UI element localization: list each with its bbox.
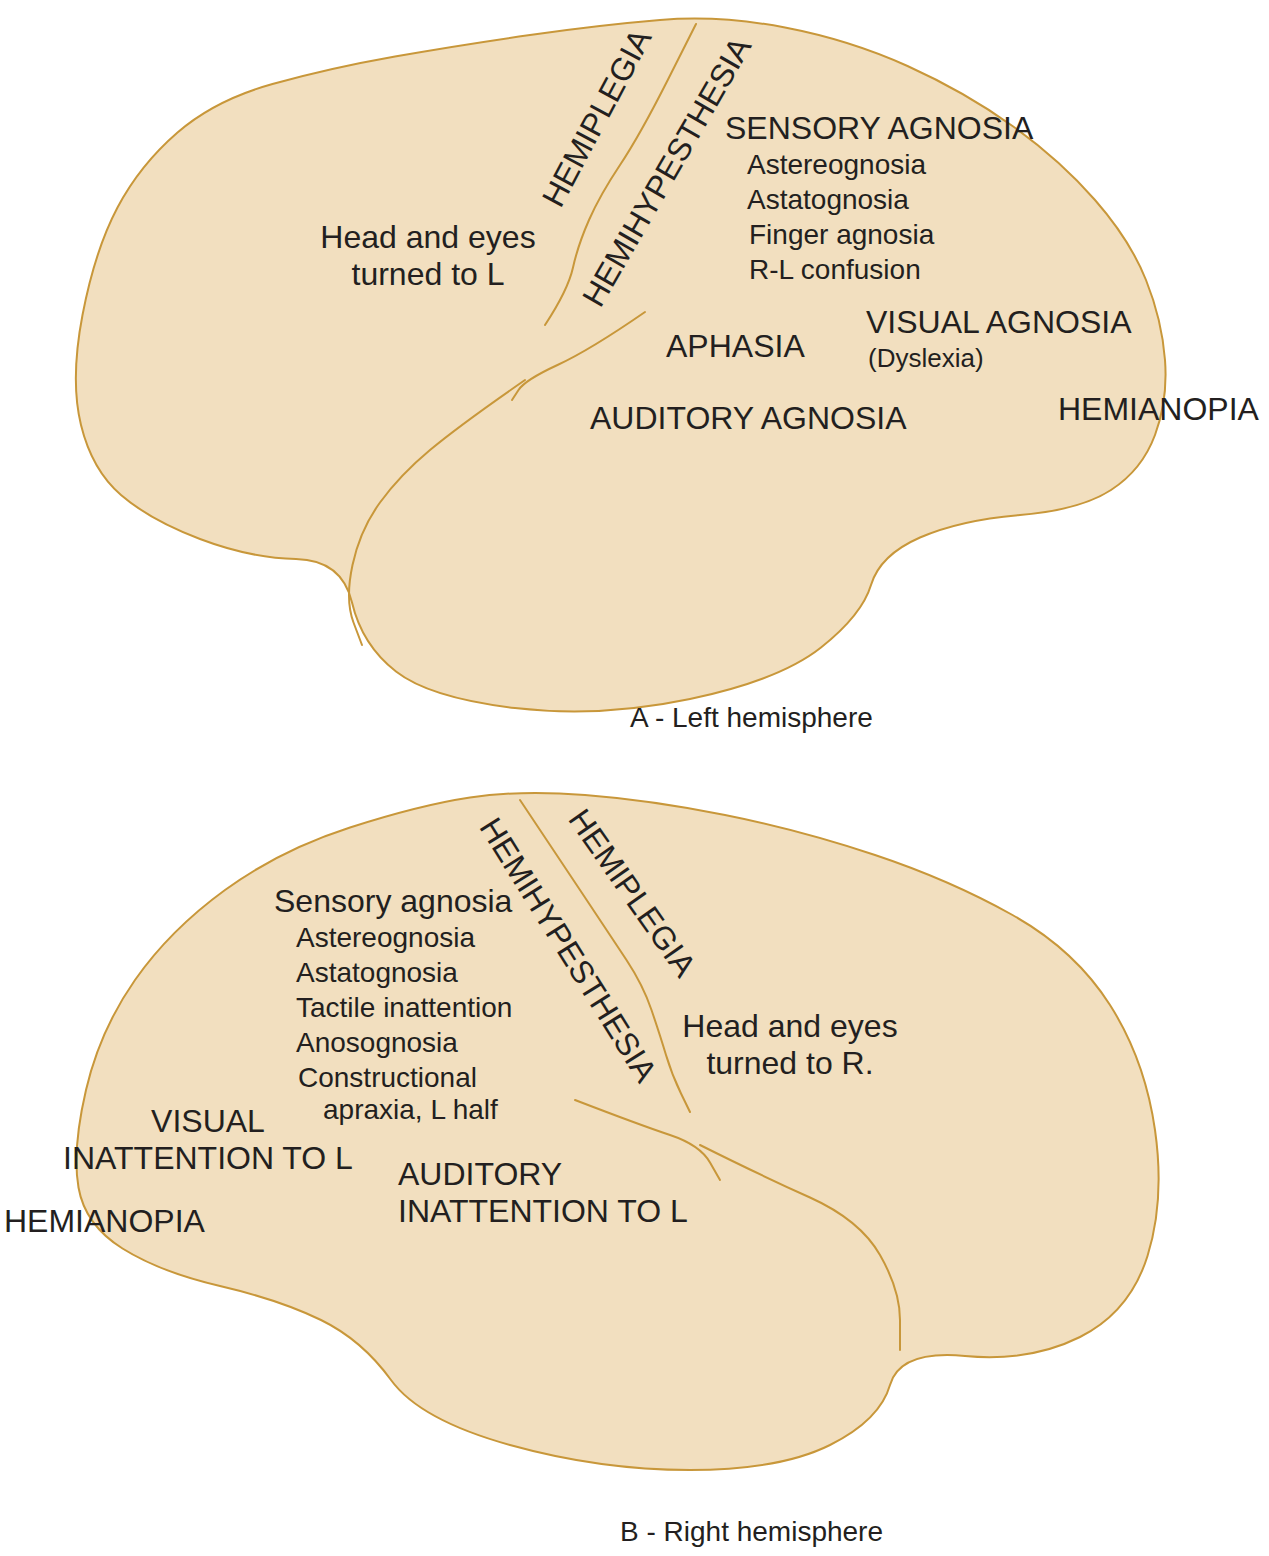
- deficit-item: Astereognosia: [296, 922, 475, 954]
- deficit-item: R-L confusion: [749, 254, 921, 286]
- left-hemisphere-outline: [76, 19, 1166, 712]
- deficit-item: Anosognosia: [296, 1027, 458, 1059]
- deficit-label: AUDITORY AGNOSIA: [590, 400, 907, 437]
- right-temporal-contour: [700, 1145, 900, 1350]
- deficit-item: Astereognosia: [747, 149, 926, 181]
- gaze-deviation: Head and eyes turned to L: [303, 219, 553, 293]
- deficit-item: Astatognosia: [747, 184, 909, 216]
- panel-caption: A - Left hemisphere: [630, 702, 873, 734]
- deficit-note: (Dyslexia): [868, 344, 984, 374]
- deficit-heading: Sensory agnosia: [274, 883, 512, 920]
- neglect-label: VISUAL INATTENTION TO L: [48, 1103, 368, 1177]
- field-defect: HEMIANOPIA: [4, 1203, 205, 1240]
- deficit-item: Constructional apraxia, L half: [298, 1062, 563, 1126]
- panel-caption: B - Right hemisphere: [620, 1516, 883, 1548]
- deficit-item: Astatognosia: [296, 957, 458, 989]
- deficit-item: Finger agnosia: [749, 219, 934, 251]
- right-sylvian-fissure: [575, 1100, 720, 1180]
- field-defect: HEMIANOPIA: [1058, 391, 1259, 428]
- left-sylvian-fissure: [512, 312, 645, 400]
- deficit-label: VISUAL AGNOSIA: [866, 304, 1132, 341]
- gaze-deviation: Head and eyes turned to R.: [660, 1008, 920, 1082]
- neglect-label: AUDITORY INATTENTION TO L: [398, 1156, 728, 1230]
- deficit-heading: SENSORY AGNOSIA: [725, 110, 1033, 147]
- deficit-item: Tactile inattention: [296, 992, 512, 1024]
- deficit-label: APHASIA: [666, 328, 805, 365]
- left-temporal-contour: [349, 380, 525, 645]
